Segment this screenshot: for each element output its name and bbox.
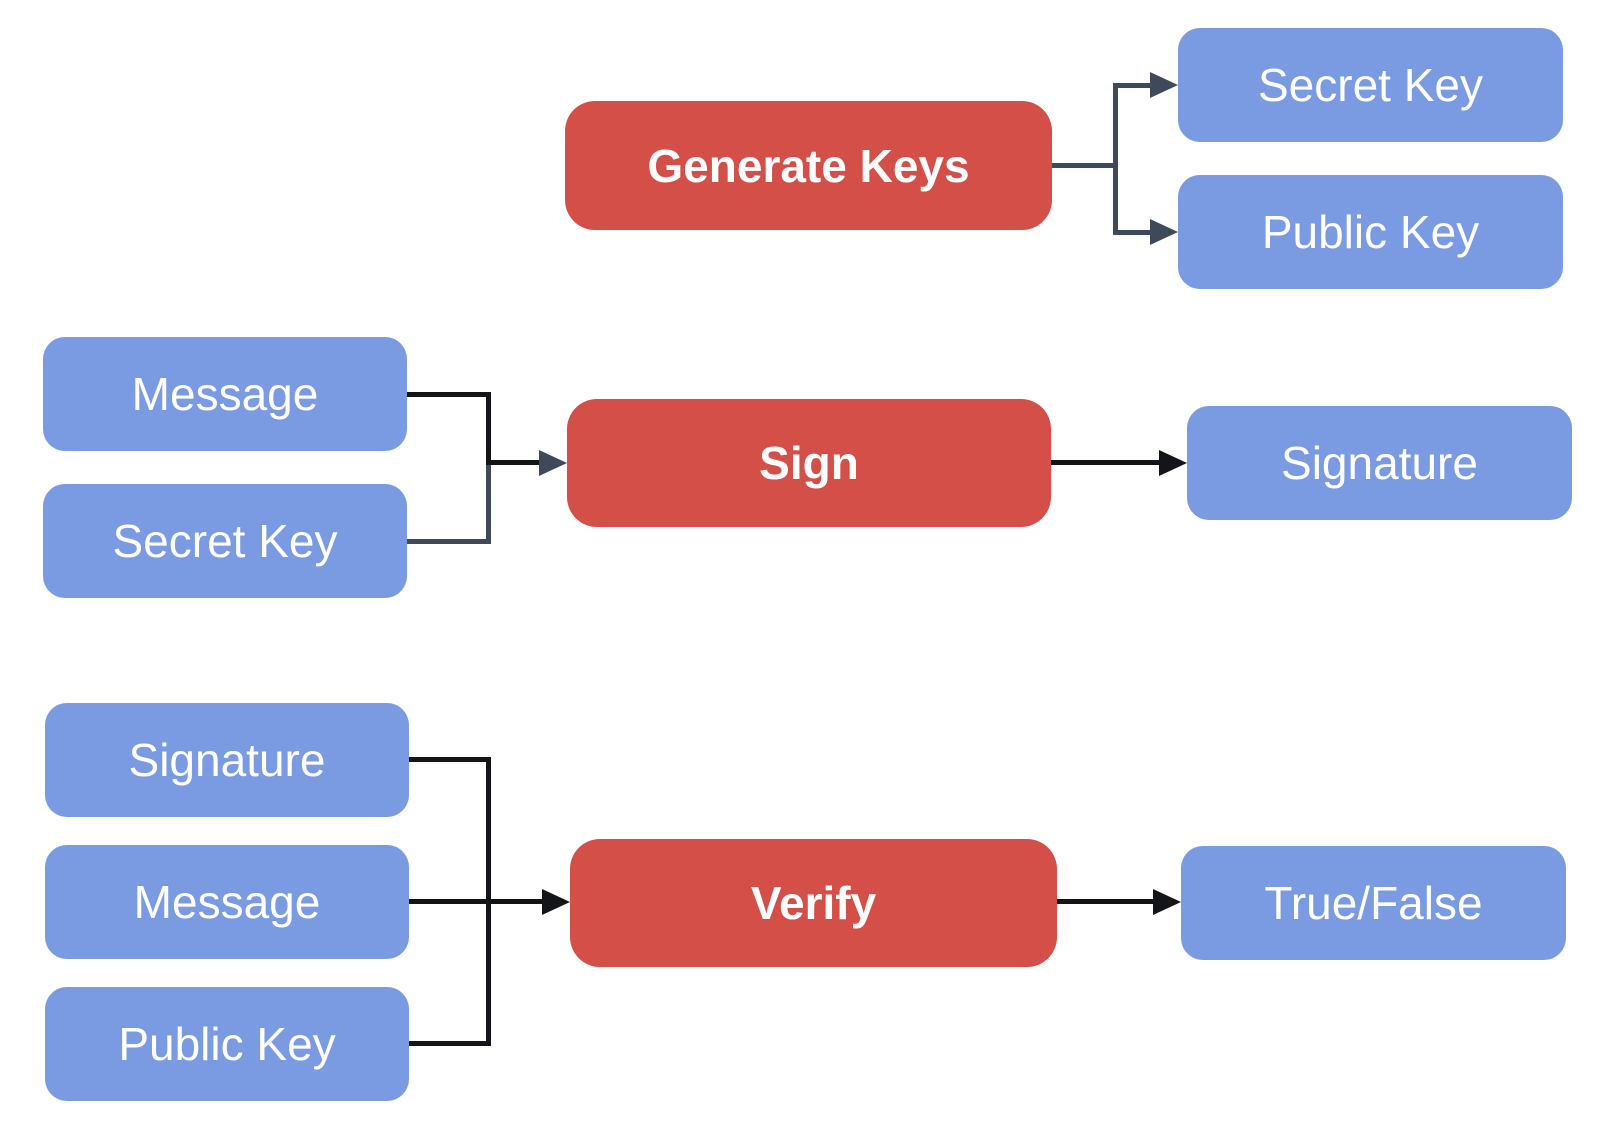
node-public-key-output: Public Key — [1178, 175, 1563, 289]
node-message-input-sign: Message — [43, 337, 407, 451]
connector-merge-to-sign — [486, 460, 546, 465]
connector-message-to-verify — [409, 899, 542, 904]
node-true-false-output: True/False — [1181, 846, 1566, 960]
connector-to-public-key — [1115, 230, 1152, 235]
node-public-key-input-verify: Public Key — [45, 987, 409, 1101]
connector-merge-upper — [486, 392, 491, 465]
connector-message-to-merge — [407, 392, 491, 397]
connector-secret-key-to-merge — [407, 539, 491, 544]
node-generate-keys: Generate Keys — [565, 101, 1052, 230]
node-verify: Verify — [570, 839, 1057, 967]
node-signature-input-verify: Signature — [45, 703, 409, 817]
node-message-input-verify: Message — [45, 845, 409, 959]
node-secret-key-output: Secret Key — [1178, 28, 1563, 142]
connector-public-key-to-merge — [409, 1041, 491, 1046]
connector-sign-to-signature — [1051, 460, 1163, 465]
node-signature-output: Signature — [1187, 406, 1572, 520]
connector-generate-stub — [1052, 163, 1115, 168]
arrowhead-to-signature — [1159, 450, 1187, 476]
connector-signature-to-merge — [409, 757, 491, 762]
arrowhead-to-public-key — [1150, 219, 1178, 245]
node-sign: Sign — [567, 399, 1051, 527]
node-secret-key-input-sign: Secret Key — [43, 484, 407, 598]
connector-generate-branch — [1113, 83, 1118, 235]
connector-to-secret-key — [1115, 83, 1152, 88]
arrowhead-to-secret-key — [1150, 72, 1178, 98]
arrowhead-to-true-false — [1153, 889, 1181, 915]
connector-verify-to-true-false — [1057, 899, 1157, 904]
connector-merge-lower — [486, 463, 491, 544]
arrowhead-to-verify — [542, 889, 570, 915]
arrowhead-to-sign — [539, 450, 567, 476]
